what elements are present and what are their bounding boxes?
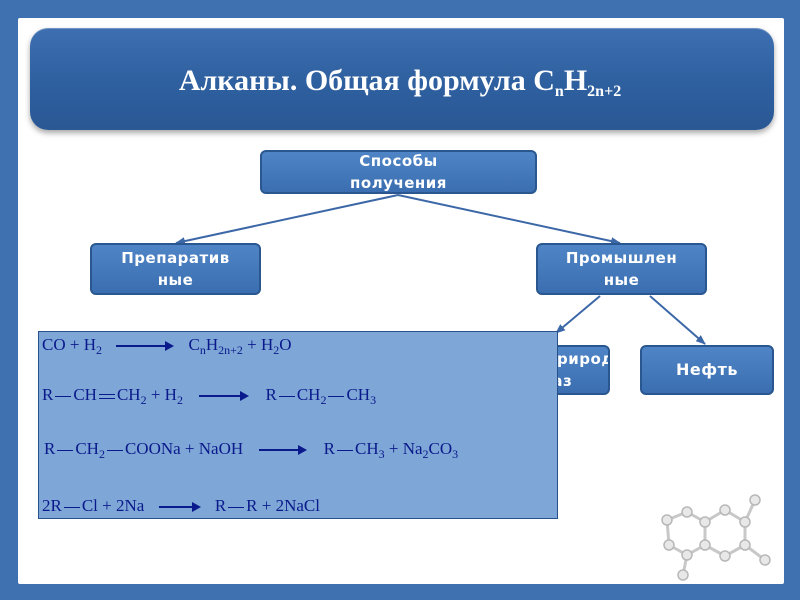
reaction-arrow-icon [259, 445, 308, 456]
reaction-arrow-icon [199, 391, 250, 402]
arrow-to-preparative [175, 194, 399, 246]
arrow-to-oil [649, 295, 706, 345]
title-bar [30, 28, 774, 130]
equation-co-hydrogenation: CO + H2 CnH2n+2 + H2O [42, 335, 292, 357]
node-oil: Нефть [640, 345, 774, 395]
molecule-structure-icon [661, 494, 771, 581]
arrow-to-gas [555, 295, 601, 334]
reaction-arrow-icon [158, 502, 201, 513]
slide-title: Алканы. Общая формула CnH2n+2 [178, 64, 622, 100]
arrow-to-industrial [397, 194, 621, 246]
reaction-arrow-icon [116, 341, 175, 352]
